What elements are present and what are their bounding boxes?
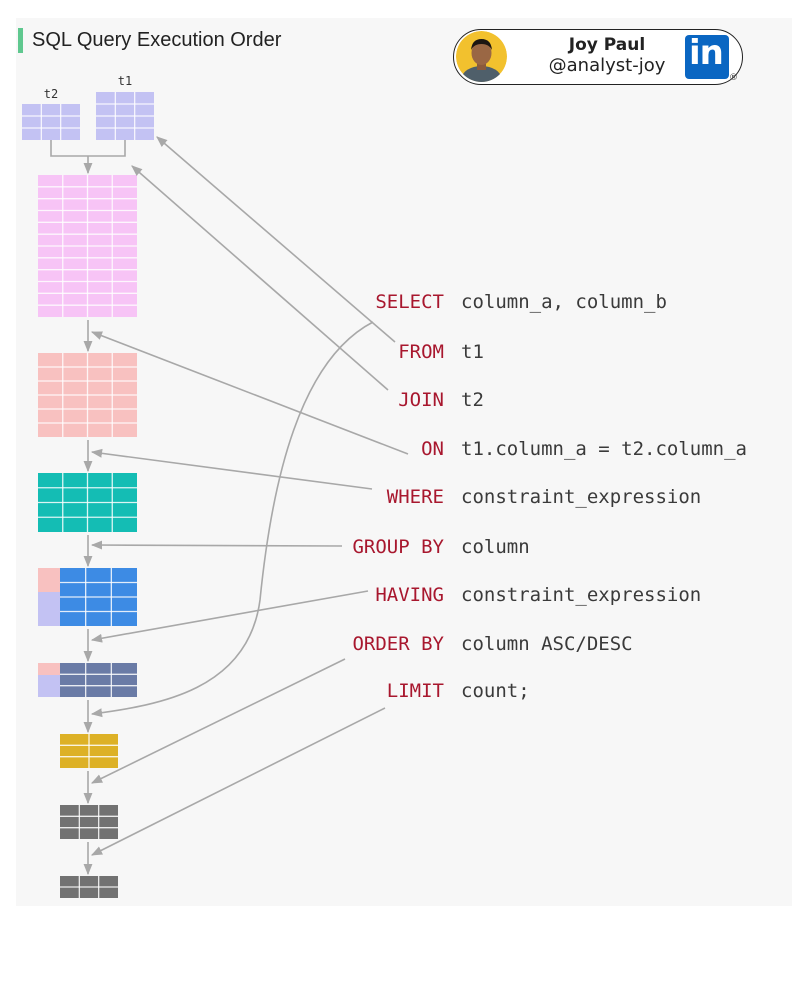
clause-expression-where: constraint_expression (461, 486, 701, 508)
clause-keyword-having: HAVING (375, 584, 444, 606)
table-joined (38, 175, 137, 317)
select-arrow (90, 321, 374, 718)
page-title: SQL Query Execution Order (32, 29, 282, 51)
table-limit-result (60, 876, 118, 898)
clause-keyword-limit: LIMIT (387, 680, 444, 702)
linkedin-logo-text: in (689, 33, 724, 73)
clause-keyword-group-by: GROUP BY (352, 536, 444, 558)
clause-keyword-where: WHERE (387, 486, 444, 508)
table-t2 (22, 104, 80, 140)
clause-keyword-join: JOIN (398, 389, 444, 411)
clause-expression-having: constraint_expression (461, 584, 701, 606)
table-label-t2: t2 (44, 87, 58, 101)
where-arrow (90, 448, 373, 490)
linkedin-icon[interactable]: in ® (685, 33, 738, 83)
diagram-panel (16, 18, 792, 906)
having-arrow (90, 590, 369, 643)
group-by-arrow (90, 540, 343, 550)
clause-expression-limit: count; (461, 680, 530, 702)
table-t1 (96, 92, 154, 140)
clause-expression-from: t1 (461, 341, 484, 363)
limit-arrow (90, 707, 386, 856)
order-by-arrow (90, 658, 346, 784)
from-arrow (156, 136, 396, 343)
clause-keyword-from: FROM (398, 341, 444, 363)
author-handle[interactable]: @analyst-joy (548, 55, 666, 76)
clause-expression-group-by: column (461, 536, 530, 558)
clause-keyword-order-by: ORDER BY (352, 633, 444, 655)
table-order-by-result (60, 805, 118, 839)
table-having-result (38, 663, 137, 697)
registered-mark: ® (729, 73, 738, 83)
clause-expression-on: t1.column_a = t2.column_a (461, 438, 747, 460)
on-arrow (90, 331, 409, 455)
table-select-result (60, 734, 118, 768)
join-arrow (131, 165, 389, 391)
clause-expression-select: column_a, column_b (461, 291, 667, 313)
clause-keyword-on: ON (421, 438, 444, 460)
author-name: Joy Paul (568, 35, 646, 55)
table-where-result (38, 473, 137, 532)
table-group-by-result (38, 568, 137, 626)
table-on-result (38, 353, 137, 437)
person-avatar-icon (456, 31, 507, 82)
clause-expression-order-by: column ASC/DESC (461, 633, 633, 655)
clause-expression-join: t2 (461, 389, 484, 411)
table-label-t1: t1 (118, 74, 132, 88)
clause-keyword-select: SELECT (375, 291, 444, 313)
title-accent-bar (18, 28, 23, 53)
author-badge[interactable]: Joy Paul @analyst-joy in ® (453, 29, 743, 85)
merge-bracket (50, 140, 126, 157)
